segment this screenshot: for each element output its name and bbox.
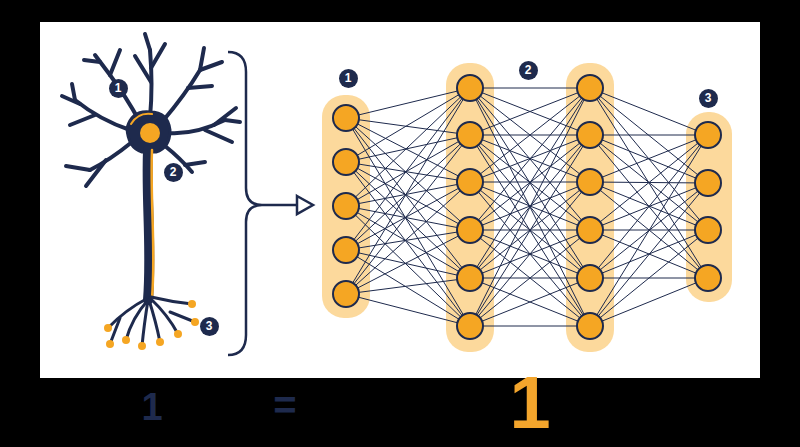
network-node: [457, 313, 483, 339]
connection-line: [346, 294, 470, 326]
white-panel: [40, 22, 760, 378]
network-node: [695, 122, 721, 148]
connection-line: [590, 135, 708, 278]
connection-line: [346, 135, 470, 162]
connection-line: [590, 135, 708, 230]
connection-line: [346, 88, 470, 250]
connection-line: [470, 135, 590, 326]
connection-line: [470, 88, 590, 230]
network-node: [457, 75, 483, 101]
layer-band: [446, 63, 494, 352]
network-node: [457, 169, 483, 195]
connection-line: [590, 278, 708, 326]
connection-line: [470, 88, 590, 278]
connection-line: [470, 88, 590, 182]
connection-line: [346, 118, 470, 326]
connection-line: [346, 162, 470, 278]
network-node: [577, 217, 603, 243]
network-node: [333, 193, 359, 219]
connection-line: [590, 88, 708, 135]
connection-line: [346, 118, 470, 230]
equation-text: 1: [509, 366, 550, 440]
connection-line: [470, 182, 590, 326]
connection-line: [346, 135, 470, 250]
connection-line: [346, 135, 470, 206]
connection-line: [590, 135, 708, 326]
network-node: [577, 169, 603, 195]
network-node: [695, 217, 721, 243]
connection-line: [346, 250, 470, 326]
connection-line: [346, 182, 470, 206]
connection-line: [590, 183, 708, 326]
connection-line: [470, 88, 590, 326]
connection-line: [470, 88, 590, 182]
layer-band: [566, 63, 614, 352]
callout-number: 1: [339, 69, 358, 88]
connection-line: [590, 135, 708, 278]
layer-band: [322, 95, 370, 318]
brace-arrow: [228, 52, 313, 355]
connection-line: [470, 278, 590, 326]
network-node: [577, 265, 603, 291]
network-node: [577, 75, 603, 101]
connection-line: [590, 88, 708, 183]
connection-line: [470, 326, 590, 327]
equation-text: 1: [141, 388, 162, 426]
connection-line: [346, 278, 470, 294]
connection-line: [346, 206, 470, 278]
network-node: [333, 149, 359, 175]
connection-line: [470, 88, 590, 278]
connection-line: [470, 135, 590, 326]
neuron-illustration: [62, 34, 240, 350]
connection-line: [590, 230, 708, 326]
network-node: [457, 217, 483, 243]
connection-line: [590, 135, 708, 183]
connection-line: [346, 118, 470, 135]
connection-line: [590, 88, 708, 230]
network-node: [695, 265, 721, 291]
callout-number: 2: [164, 163, 183, 182]
network-node: [333, 281, 359, 307]
connection-line: [346, 230, 470, 294]
connection-line: [346, 162, 470, 326]
connection-line: [590, 135, 708, 230]
neural-network: [322, 63, 732, 352]
connection-line: [590, 135, 708, 182]
connection-line: [590, 88, 708, 278]
network-node: [577, 313, 603, 339]
connection-line: [470, 88, 590, 230]
connection-line: [470, 278, 590, 326]
network-node: [695, 170, 721, 196]
equation-text: =: [273, 385, 296, 425]
connection-line: [470, 88, 590, 89]
connection-line: [346, 135, 470, 294]
connection-line: [346, 88, 470, 118]
connection-line: [346, 88, 470, 162]
connection-line: [346, 118, 470, 278]
connection-line: [346, 206, 470, 326]
network-node: [333, 105, 359, 131]
network-node: [457, 122, 483, 148]
connection-line: [470, 88, 590, 135]
connection-line: [346, 88, 470, 206]
connection-line: [346, 88, 470, 294]
connection-line: [346, 182, 470, 294]
callout-number: 3: [699, 89, 718, 108]
connection-line: [470, 230, 590, 326]
callout-number: 1: [109, 79, 128, 98]
connection-line: [470, 182, 590, 326]
callout-number: 2: [519, 61, 538, 80]
connection-line: [590, 135, 708, 136]
connection-line: [470, 230, 590, 326]
callout-number: 3: [200, 317, 219, 336]
network-node: [333, 237, 359, 263]
network-node: [577, 122, 603, 148]
connection-line: [470, 88, 590, 135]
network-node: [457, 265, 483, 291]
connection-line: [470, 88, 590, 326]
